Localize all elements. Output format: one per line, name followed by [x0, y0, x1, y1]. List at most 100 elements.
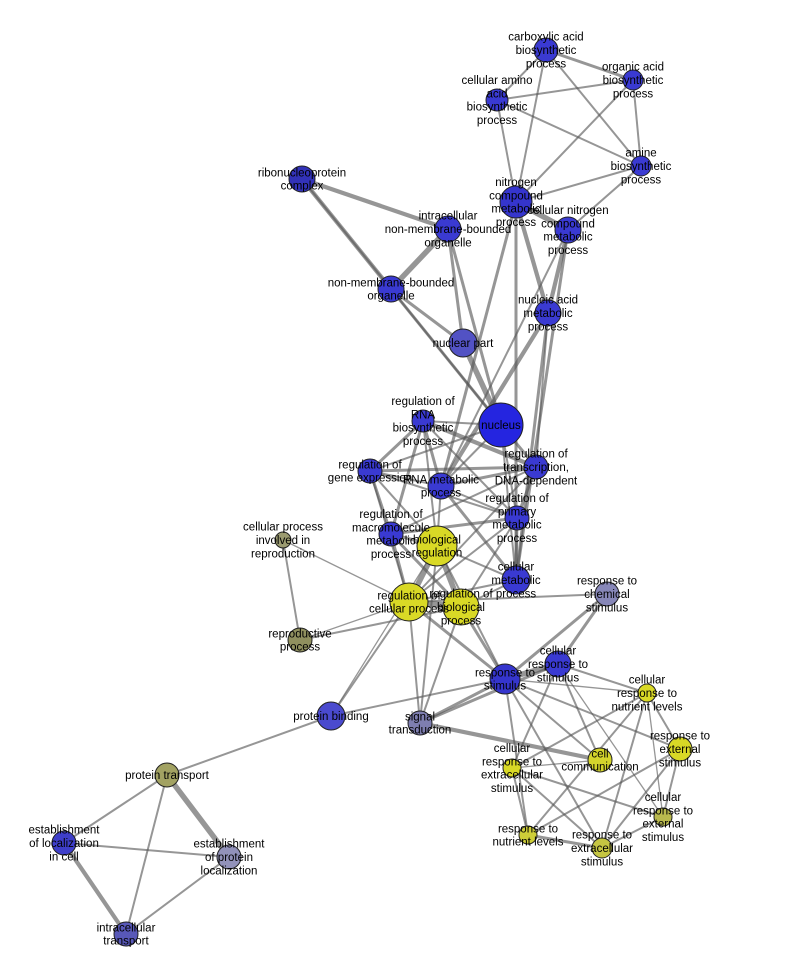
node-nuclear_part[interactable]	[448, 328, 478, 358]
node-non_membrane_org[interactable]	[377, 275, 405, 303]
node-rnp[interactable]	[288, 165, 316, 193]
edge-cpr--reproductive	[282, 539, 301, 641]
edge-rna_metabolic--reg_primary	[440, 485, 518, 519]
node-reproductive[interactable]	[287, 627, 313, 653]
edge-cell_resp_nutrient--response_extracell	[601, 692, 648, 849]
edge-nucleic_acid--reg_transcription	[535, 312, 549, 468]
node-cell_resp_extracell[interactable]	[502, 758, 522, 778]
node-reg_gene_expr[interactable]	[357, 458, 383, 484]
node-intracellular_org[interactable]	[434, 215, 462, 243]
edge-response_nutrient--cell_resp_extracell	[511, 767, 529, 836]
node-carboxylic[interactable]	[533, 37, 559, 63]
edge-carboxylic--nitrogen	[515, 49, 547, 203]
edge-amine--cell_nitrogen	[567, 165, 642, 231]
node-response_external[interactable]	[667, 736, 693, 762]
edge-response_stimulus--cell_communication	[504, 678, 601, 761]
edge-protein_binding--response_stimulus	[330, 678, 506, 717]
node-cell_resp_stimulus[interactable]	[544, 650, 572, 678]
edge-cell_resp_stimulus--cell_resp_nutrient	[557, 663, 648, 694]
edge-cell_resp_stimulus--cell_resp_extracell	[511, 663, 559, 769]
node-cpr[interactable]	[274, 531, 292, 549]
edge-signal_transduction--reg_cellular	[408, 601, 421, 724]
edge-reg_transcription--reg_gene_expr	[368, 465, 538, 473]
node-nucleus[interactable]	[478, 402, 524, 448]
edge-reg_rna_biosyn--reg_macromol	[389, 419, 425, 536]
edge-cell_amino--amine	[496, 99, 642, 167]
node-intracell_transport[interactable]	[113, 921, 139, 947]
edge-intracellular_org--non_membrane_org	[388, 226, 451, 292]
edge-response_external--response_extracell	[601, 748, 681, 849]
edge-organic--cell_amino	[496, 79, 634, 101]
node-cell_nitrogen[interactable]	[554, 216, 582, 244]
edge-response_stimulus--response_extracell	[504, 678, 603, 849]
edge-response_external--response_nutrient	[527, 748, 681, 836]
edge-reg_primary--reg_cellular	[408, 517, 518, 603]
edge-response_extracell--cell_resp_extracell	[511, 767, 603, 849]
edge-nucleus--cellular_metabolic	[500, 424, 517, 581]
node-response_chemical[interactable]	[594, 581, 620, 607]
node-reg_primary[interactable]	[504, 505, 530, 531]
edge-protein_transport--intracell_transport	[125, 774, 168, 935]
node-biological_reg[interactable]	[416, 525, 458, 567]
node-nitrogen[interactable]	[499, 185, 533, 219]
edge-intracell_transport--est_protein_loc	[125, 856, 230, 935]
node-layer	[51, 37, 693, 947]
node-cell_communication[interactable]	[587, 747, 613, 773]
edge-response_extracell--cell_resp_external	[601, 816, 664, 849]
node-est_protein_loc[interactable]	[216, 844, 242, 870]
edge-signal_transduction--biological_reg	[419, 545, 438, 724]
node-cell_resp_nutrient[interactable]	[637, 683, 657, 703]
edge-non_membrane_org--nuclear_part	[389, 287, 465, 345]
node-reg_cellular[interactable]	[389, 582, 429, 622]
edge-intracellular_org--nucleus	[446, 227, 503, 427]
edge-cell_resp_stimulus--signal_transduction	[418, 662, 560, 725]
edge-rna_metabolic--cellular_metabolic	[439, 484, 518, 582]
node-cell_resp_external[interactable]	[653, 807, 673, 827]
edge-cell_resp_nutrient--response_nutrient	[527, 692, 648, 836]
edge-signal_transduction--reg_biological	[419, 606, 462, 724]
node-est_loc_cell[interactable]	[51, 830, 77, 856]
edge-signal_transduction--cell_communication	[417, 720, 603, 763]
node-reg_transcription[interactable]	[523, 454, 549, 480]
node-reg_rna_biosyn[interactable]	[411, 409, 435, 433]
node-response_extracell[interactable]	[591, 837, 613, 859]
edge-cell_resp_stimulus--cell_communication	[557, 663, 601, 761]
edge-response_chemical--response_stimulus	[503, 592, 609, 681]
node-cellular_metabolic[interactable]	[501, 565, 531, 595]
node-reg_macromol[interactable]	[378, 521, 404, 547]
edge-protein_binding--protein_transport	[166, 715, 332, 776]
edge-est_loc_cell--est_protein_loc	[63, 842, 230, 858]
edge-cell_nitrogen--rna_metabolic	[440, 229, 569, 487]
node-nucleic_acid[interactable]	[534, 299, 562, 327]
edge-carboxylic--organic	[544, 48, 635, 82]
edge-reg_transcription--reg_cellular	[408, 466, 537, 603]
edge-non_membrane_org--nucleus	[389, 287, 503, 427]
node-signal_transduction[interactable]	[407, 710, 433, 736]
edge-cell_resp_nutrient--cell_resp_extracell	[511, 692, 648, 769]
node-reg_biological[interactable]	[442, 588, 480, 626]
edge-carboxylic--amine	[545, 49, 642, 167]
edge-cell_amino--nitrogen	[496, 99, 517, 203]
edge-cell_resp_nutrient--cell_resp_external	[646, 692, 664, 818]
node-response_nutrient[interactable]	[518, 825, 538, 845]
edge-est_loc_cell--intracell_transport	[61, 840, 129, 937]
edge-amine--nitrogen	[515, 165, 642, 203]
node-protein_binding[interactable]	[316, 701, 346, 731]
node-amine[interactable]	[630, 155, 652, 177]
edge-organic--nitrogen	[515, 79, 634, 203]
node-organic[interactable]	[622, 69, 644, 91]
edge-response_stimulus--cell_resp_nutrient	[504, 678, 648, 694]
node-protein_transport[interactable]	[154, 762, 180, 788]
node-rna_metabolic[interactable]	[427, 472, 455, 500]
edge-response_extracell--response_nutrient	[526, 833, 604, 850]
node-cell_amino[interactable]	[485, 88, 509, 112]
edge-rnp--intracellular_org	[299, 176, 451, 232]
node-response_stimulus[interactable]	[489, 663, 521, 695]
edge-reg_rna_biosyn--reg_transcription	[420, 418, 539, 470]
edge-protein_transport--est_protein_loc	[164, 772, 232, 860]
edge-response_chemical--reg_cellular	[408, 593, 608, 603]
edge-cpr--reg_cellular	[282, 539, 410, 603]
edge-protein_binding--reg_cellular	[330, 601, 410, 717]
